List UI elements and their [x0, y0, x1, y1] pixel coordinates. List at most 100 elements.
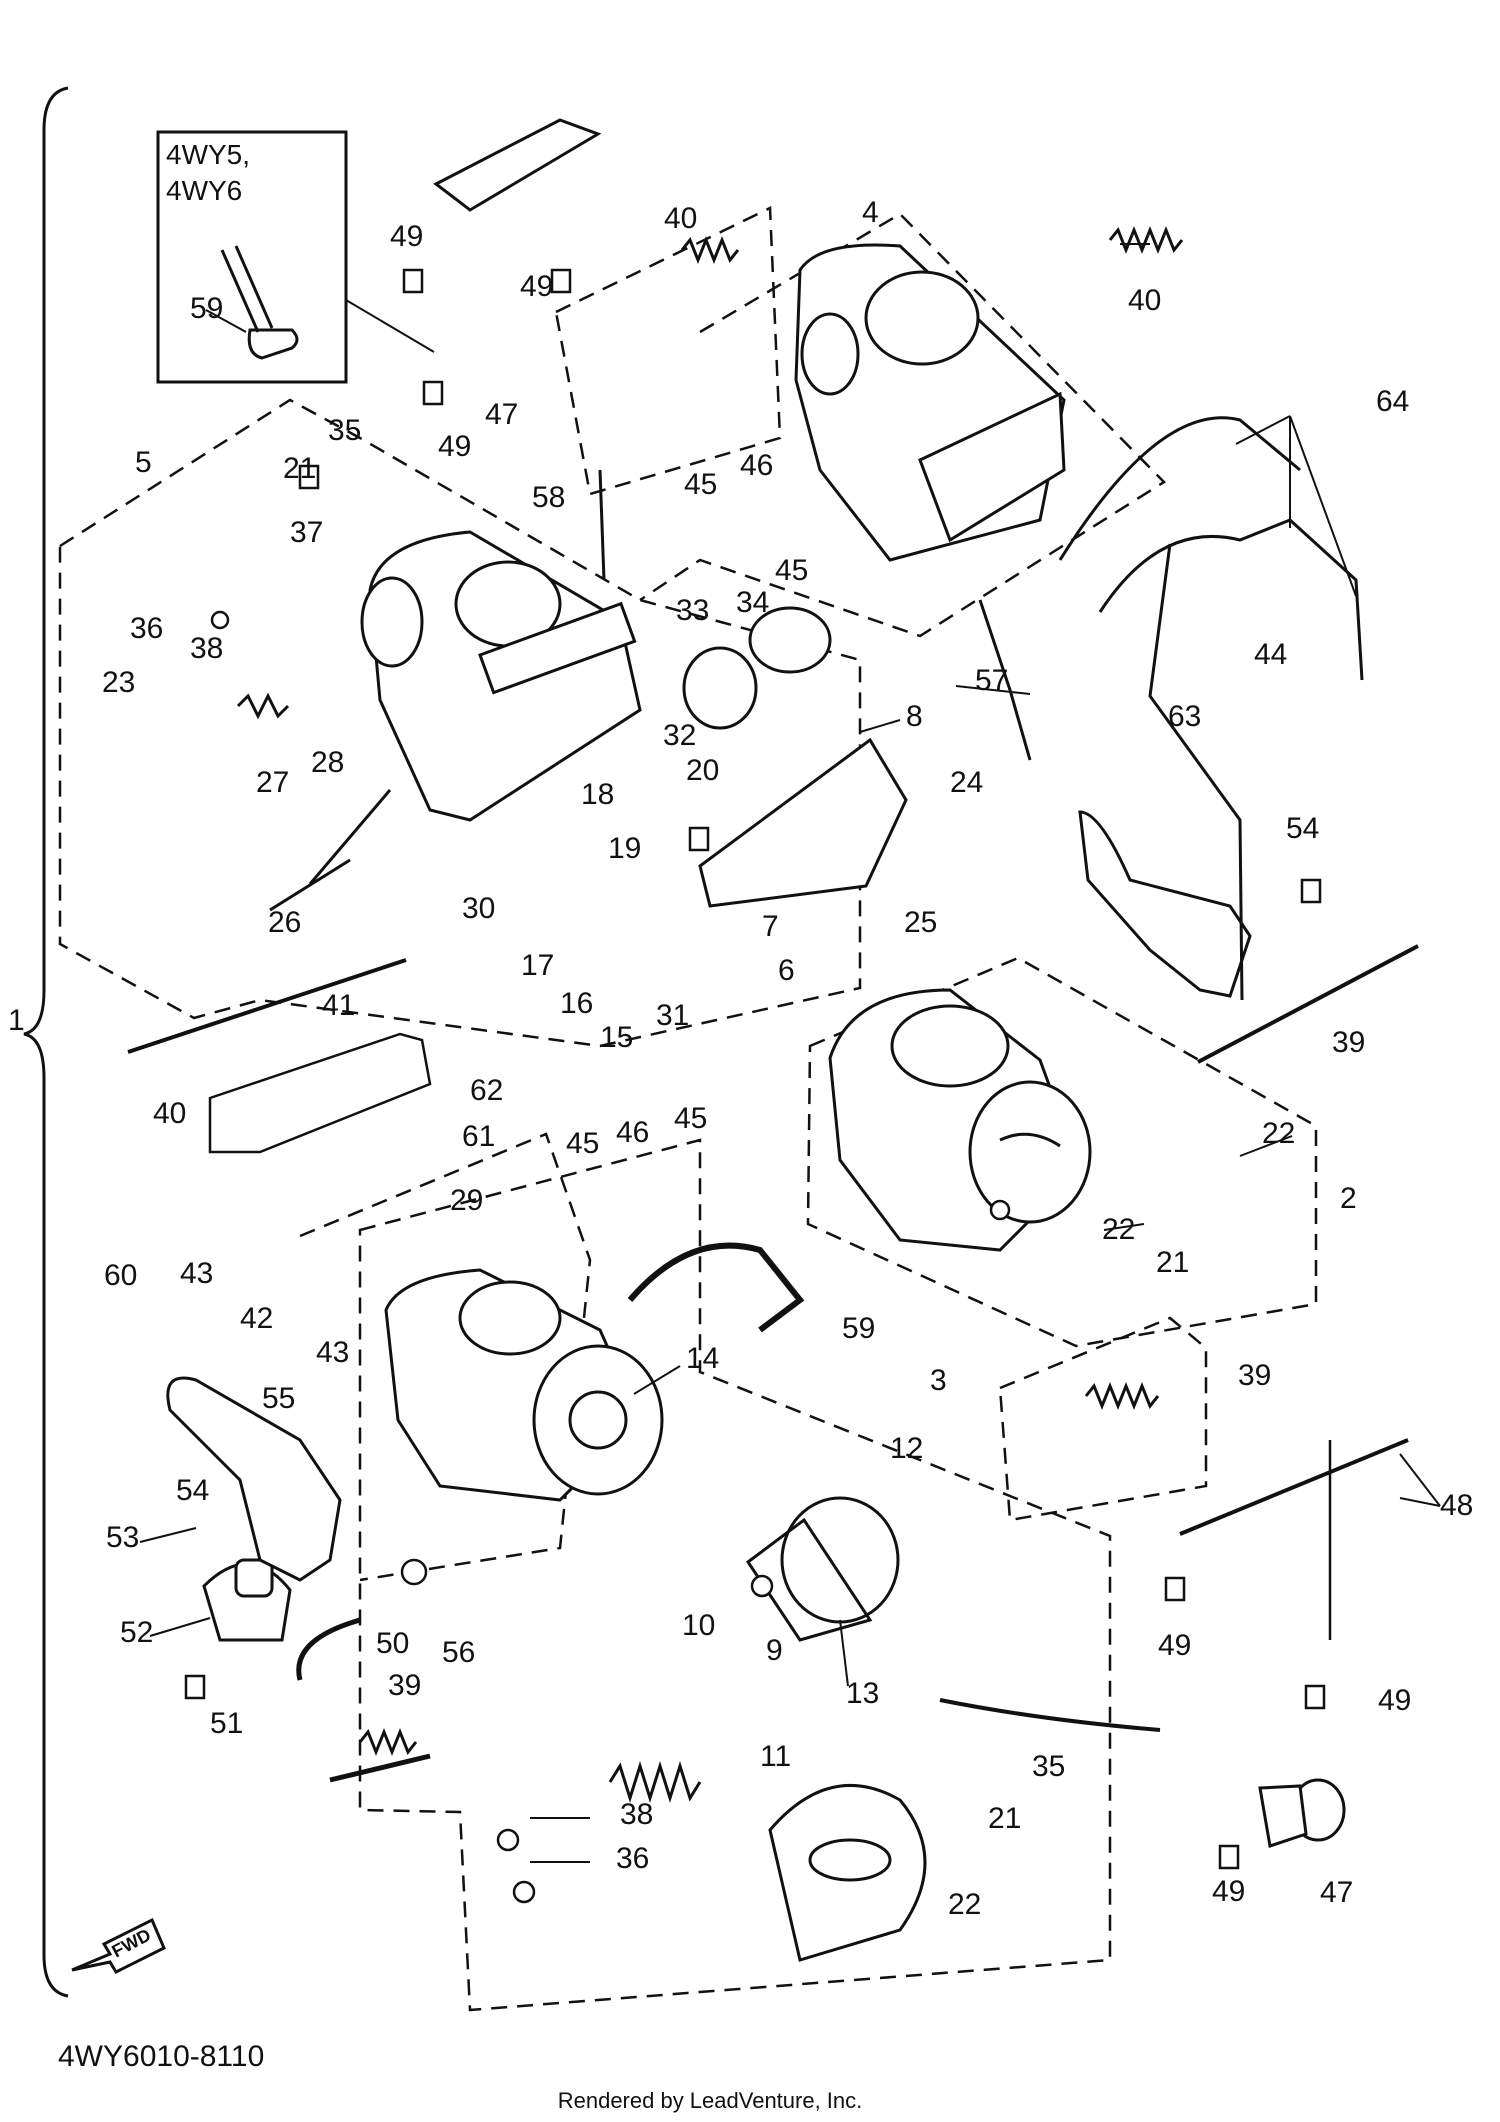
callout-3: 3: [930, 1364, 947, 1397]
callout-53: 53: [106, 1521, 139, 1554]
carburetor-body-bottom: [384, 1268, 664, 1502]
callout-49: 49: [390, 220, 423, 253]
callout-28: 28: [311, 746, 344, 779]
bracket-part: [166, 1376, 342, 1582]
callout-15: 15: [600, 1021, 633, 1054]
inset-model-line2: 4WY6: [166, 175, 242, 206]
callout-45: 45: [775, 554, 808, 587]
callout-41: 41: [322, 989, 355, 1022]
callout-40: 40: [1128, 284, 1161, 317]
callout-50: 50: [376, 1627, 409, 1660]
callout-47: 47: [1320, 1876, 1353, 1909]
callout-layer: 1234567891011121314151617181920212121222…: [8, 196, 1473, 1921]
callout-45: 45: [566, 1127, 599, 1160]
callout-24: 24: [950, 766, 983, 799]
callout-13: 13: [846, 1677, 879, 1710]
callout-2: 2: [1340, 1182, 1357, 1215]
callout-51: 51: [210, 1707, 243, 1740]
springs: [236, 225, 1184, 1804]
model-inset-box: 4WY5, 4WY6: [156, 130, 435, 384]
callout-23: 23: [102, 666, 135, 699]
inset-model-line1: 4WY5,: [166, 139, 250, 170]
callout-17: 17: [521, 949, 554, 982]
callout-49: 49: [1158, 1629, 1191, 1662]
top-cover-lower: [768, 1784, 927, 1962]
callout-49: 49: [1378, 1684, 1411, 1717]
callout-38: 38: [190, 632, 223, 665]
diagram-code: 4WY6010-8110: [58, 2040, 265, 2073]
callout-56: 56: [442, 1636, 475, 1669]
carburetor-body-right-mid: [828, 988, 1092, 1252]
callout-64: 64: [1376, 385, 1409, 418]
throttle-sensor-part: [202, 1558, 292, 1642]
callout-43: 43: [180, 1257, 213, 1290]
callout-59: 59: [190, 292, 223, 325]
joint-lever-sketch: [220, 245, 299, 360]
callout-8: 8: [906, 700, 923, 733]
assembly-brace: [23, 86, 69, 1998]
callout-58: 58: [532, 481, 565, 514]
callout-54: 54: [1286, 812, 1319, 845]
callout-35: 35: [1032, 1750, 1065, 1783]
upper-bracket-part: [1078, 810, 1252, 998]
callout-40: 40: [664, 202, 697, 235]
callout-9: 9: [766, 1634, 783, 1667]
callout-22: 22: [1102, 1213, 1135, 1246]
fasteners: [184, 268, 1326, 1904]
callout-14: 14: [686, 1342, 719, 1375]
subassembly-outlines: [58, 206, 1318, 2012]
callout-21: 21: [1156, 1246, 1189, 1279]
callout-4: 4: [862, 196, 879, 229]
callout-57: 57: [975, 664, 1008, 697]
callout-32: 32: [663, 719, 696, 752]
callout-45: 45: [684, 468, 717, 501]
callout-25: 25: [904, 906, 937, 939]
callout-22: 22: [948, 1888, 981, 1921]
callout-22: 22: [1262, 1117, 1295, 1150]
callout-47: 47: [485, 398, 518, 431]
float-chamber-cover: [698, 737, 908, 908]
carburetor-body-right-upper: [794, 243, 1066, 562]
callout-63: 63: [1168, 700, 1201, 733]
callout-30: 30: [462, 892, 495, 925]
carburetor-body-left-upper: [360, 530, 642, 822]
linkage-rods: [127, 118, 1419, 1783]
callout-52: 52: [120, 1616, 153, 1649]
callout-27: 27: [256, 766, 289, 799]
callout-6: 6: [778, 954, 795, 987]
callout-36: 36: [130, 612, 163, 645]
callout-42: 42: [240, 1302, 273, 1335]
callout-60: 60: [104, 1259, 137, 1292]
callout-39: 39: [1238, 1359, 1271, 1392]
callout-29: 29: [450, 1184, 483, 1217]
callout-54: 54: [176, 1474, 209, 1507]
callout-59: 59: [842, 1312, 875, 1345]
diaphragm-assembly: [745, 1496, 900, 1642]
callout-7: 7: [762, 910, 779, 943]
callout-39: 39: [1332, 1026, 1365, 1059]
callout-11: 11: [760, 1740, 791, 1773]
float-part: [682, 606, 832, 730]
callout-21: 21: [283, 452, 316, 485]
callout-19: 19: [608, 832, 641, 865]
callout-16: 16: [560, 987, 593, 1020]
callout-49: 49: [1212, 1875, 1245, 1908]
callout-21: 21: [988, 1802, 1021, 1835]
callout-44: 44: [1254, 638, 1287, 671]
callout-62: 62: [470, 1074, 503, 1107]
callout-18: 18: [581, 778, 614, 811]
callout-26: 26: [268, 906, 301, 939]
rendered-by-credit: Rendered by LeadVenture, Inc.: [557, 2088, 863, 2113]
callout-37: 37: [290, 516, 323, 549]
callout-1: 1: [8, 1004, 25, 1037]
callout-43: 43: [316, 1336, 349, 1369]
callout-45: 45: [674, 1102, 707, 1135]
callout-10: 10: [682, 1609, 715, 1642]
callout-46: 46: [616, 1116, 649, 1149]
callout-38: 38: [620, 1798, 653, 1831]
choke-knob-part: [1258, 1778, 1346, 1848]
callout-20: 20: [686, 754, 719, 787]
callout-12: 12: [890, 1432, 923, 1465]
callout-46: 46: [740, 449, 773, 482]
callout-31: 31: [656, 999, 689, 1032]
